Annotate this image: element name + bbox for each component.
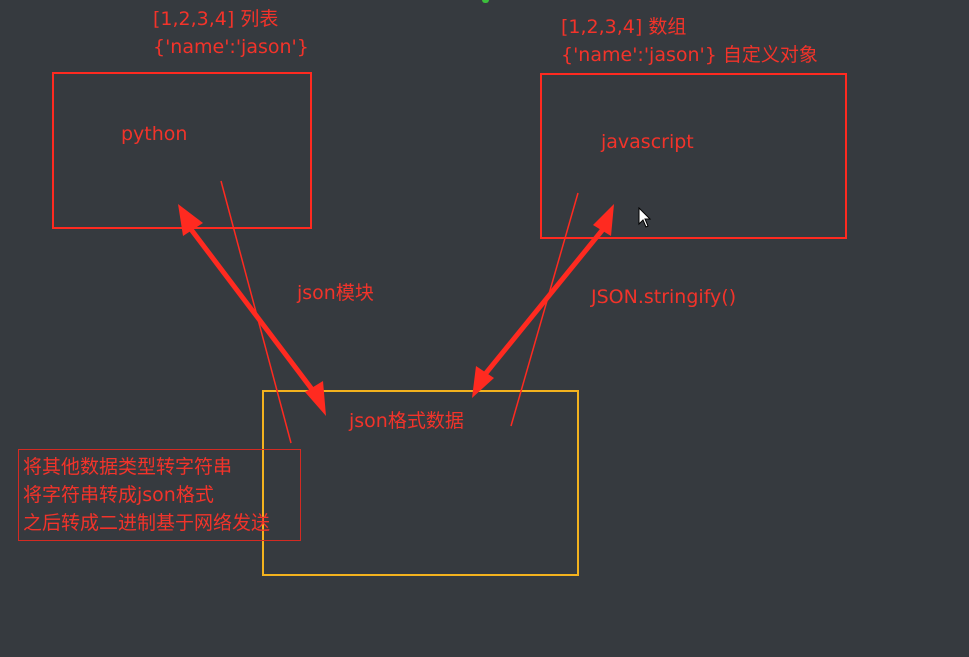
json-data-box [262, 390, 579, 576]
note-line-3: 之后转成二进制基于网络发送 [23, 512, 271, 534]
top-indicator-dot [482, 0, 489, 3]
javascript-json-arrow-head-down [472, 366, 494, 398]
note-line-2: 将字符串转成json格式 [23, 484, 214, 506]
javascript-json-arrow-head-up [593, 204, 614, 236]
javascript-example-array: [1,2,3,4] 数组 [561, 16, 687, 38]
mouse-pointer-icon [638, 207, 652, 228]
json-module-label: json模块 [297, 282, 374, 304]
json-stringify-label: JSON.stringify() [591, 286, 737, 308]
python-json-arrow-head-down [305, 381, 326, 416]
javascript-thin-line [510, 192, 579, 427]
python-label: python [121, 123, 188, 145]
javascript-box [540, 73, 847, 239]
note-line-1: 将其他数据类型转字符串 [23, 456, 233, 478]
python-json-arrow-shaft [187, 225, 317, 395]
javascript-json-arrow-shaft [479, 225, 607, 381]
javascript-example-object: {'name':'jason'} 自定义对象 [561, 44, 818, 66]
python-json-arrow-head-up [178, 204, 203, 236]
python-example-dict: {'name':'jason'} [153, 36, 309, 58]
note-box [18, 449, 301, 541]
json-data-label: json格式数据 [349, 410, 464, 432]
python-example-list: [1,2,3,4] 列表 [153, 8, 279, 30]
javascript-label: javascript [601, 131, 694, 153]
